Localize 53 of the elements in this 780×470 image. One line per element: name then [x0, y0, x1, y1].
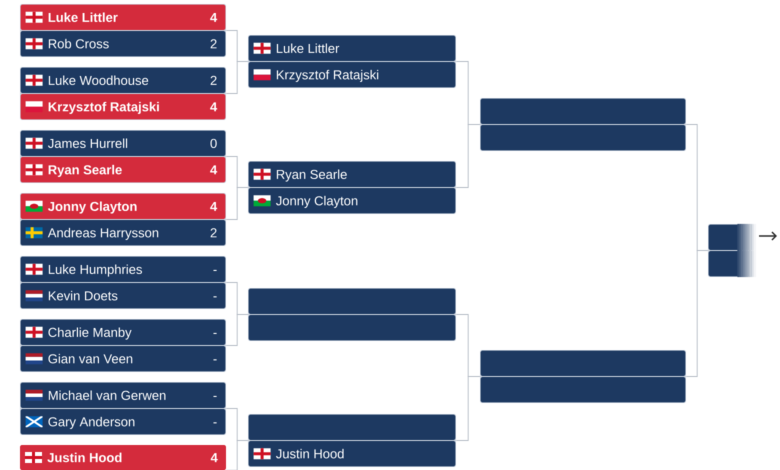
bracket-line	[226, 187, 248, 220]
node-label: Kevin Doets	[48, 290, 118, 300]
player-row: Krzysztof Ratajski 4	[20, 94, 226, 120]
player-row: Gian van Veen -	[20, 346, 226, 372]
empty-slot	[248, 414, 456, 440]
empty-slot	[248, 315, 456, 340]
bracket-line	[226, 61, 248, 94]
node-label: Luke Humphries	[48, 264, 142, 277]
node-label: Michael van Gerwen	[48, 390, 166, 400]
node-label: Jonny Clayton	[276, 196, 358, 208]
bracket-line	[226, 440, 248, 470]
player-row: Justin Hood	[248, 441, 456, 466]
player-row: Jonny Clayton 4	[20, 194, 226, 219]
player-row: Luke Littler 4	[20, 4, 226, 30]
bracket-line	[226, 314, 248, 346]
player-row: Justin Hood 4	[20, 445, 226, 470]
empty-slot	[708, 224, 756, 251]
player-row: Kevin Doets -	[20, 283, 226, 308]
node-label: -	[213, 422, 217, 424]
node-label: Luke Littler	[276, 43, 340, 54]
player-row: Luke Littler	[248, 36, 456, 61]
player-row: James Hurrell 0	[20, 130, 226, 156]
player-row: Rob Cross 2	[20, 31, 226, 56]
bracket-line	[456, 124, 480, 188]
player-row: Luke Woodhouse 2	[20, 68, 226, 93]
player-row: Jonny Clayton	[248, 188, 456, 214]
empty-slot	[248, 288, 456, 314]
player-row: Gary Anderson -	[20, 409, 226, 434]
empty-slot	[708, 250, 756, 278]
player-row: Luke Humphries -	[20, 256, 226, 282]
node-label: -	[213, 359, 217, 360]
player-row: Andreas Harrysson 2	[20, 220, 226, 246]
node-label: Ryan Searle	[276, 169, 347, 182]
node-label: Krzysztof Ratajski	[276, 70, 378, 82]
player-row: Michael van Gerwen -	[20, 382, 226, 408]
player-row: Ryan Searle	[248, 162, 456, 187]
player-row: Ryan Searle 4	[20, 157, 226, 182]
player-row: Krzysztof Ratajski	[248, 62, 456, 88]
node-label: -	[213, 270, 217, 271]
empty-slot	[480, 98, 686, 124]
node-label: -	[213, 332, 217, 334]
empty-slot	[480, 350, 686, 376]
node-label: Gian van Veen	[48, 354, 132, 364]
empty-slot	[480, 377, 686, 402]
bracket-line	[686, 250, 708, 377]
node-label: -	[213, 296, 217, 298]
bracket-line	[456, 376, 480, 441]
empty-slot	[480, 125, 686, 150]
node-label: Gary Anderson	[48, 416, 134, 429]
node-label: Justin Hood	[276, 448, 344, 458]
node-label: -	[213, 396, 217, 397]
node-label: Charlie Manby	[48, 327, 132, 340]
player-row: Charlie Manby -	[20, 320, 226, 345]
